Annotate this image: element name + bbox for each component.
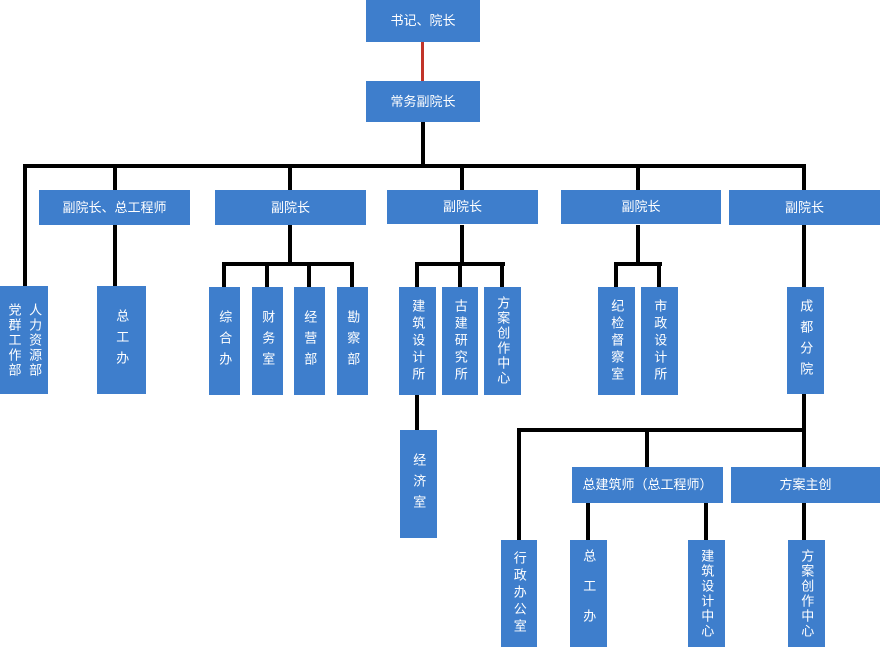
node-label: 书记、院长 bbox=[390, 13, 456, 29]
connector-line bbox=[636, 164, 640, 190]
node-chief-engineer-office-branch: 总工办 bbox=[570, 540, 607, 647]
node-label: 副院长、总工程师 bbox=[62, 199, 167, 215]
node-label: 副院长 bbox=[270, 199, 310, 215]
node-label: 古建研究所 bbox=[452, 298, 468, 384]
node-scheme-lead: 方案主创 bbox=[731, 467, 880, 503]
connector-line bbox=[113, 164, 117, 190]
connector-line bbox=[657, 262, 661, 287]
node-label: 方案创作中心 bbox=[495, 296, 511, 386]
connector-line bbox=[288, 225, 292, 262]
connector-line bbox=[23, 164, 806, 168]
node-label: 经济室 bbox=[411, 452, 427, 516]
node-vp-4: 副院长 bbox=[561, 190, 721, 224]
connector-line bbox=[307, 262, 311, 287]
connector-line bbox=[500, 262, 504, 287]
node-label: 常务副院长 bbox=[390, 93, 456, 109]
node-admin-office: 行政办公室 bbox=[501, 540, 537, 647]
connector-line bbox=[614, 262, 618, 287]
connector-line bbox=[350, 262, 354, 287]
node-label: 总工办 bbox=[114, 308, 130, 372]
node-exec-vp: 常务副院长 bbox=[366, 81, 480, 122]
connector-line bbox=[415, 262, 419, 287]
node-label: 市政设计所 bbox=[652, 298, 668, 384]
connector-line bbox=[460, 225, 464, 262]
node-label: 方案创作中心 bbox=[799, 548, 815, 639]
node-label: 综合办 bbox=[217, 309, 233, 373]
node-architecture-design-center: 建筑设计中心 bbox=[688, 540, 725, 647]
connector-line bbox=[802, 164, 806, 190]
connector-line bbox=[222, 262, 226, 287]
node-label: 行政办公室 bbox=[511, 551, 527, 636]
connector-line bbox=[802, 225, 806, 287]
node-label: 总工办 bbox=[581, 548, 597, 639]
node-label: 人力资源部 bbox=[27, 302, 43, 378]
connector-line bbox=[23, 164, 27, 286]
connector-line bbox=[460, 164, 464, 190]
connector-line bbox=[113, 225, 117, 286]
connector-line bbox=[458, 262, 462, 287]
node-vp-3: 副院长 bbox=[387, 190, 538, 224]
connector-president-execvp bbox=[421, 42, 424, 81]
connector-line bbox=[288, 164, 292, 190]
connector-line bbox=[415, 395, 419, 430]
node-chief-engineer-office: 总工办 bbox=[97, 286, 146, 394]
node-label: 建筑设计所 bbox=[410, 298, 426, 384]
node-chief-architect: 总建筑师（总工程师） bbox=[572, 467, 723, 503]
connector-line bbox=[636, 225, 640, 262]
node-label: 副院长 bbox=[784, 199, 824, 215]
node-party-mass-and-hr-dept: 党群工作部 人力资源部 bbox=[0, 286, 48, 394]
node-label: 纪检督察室 bbox=[609, 298, 625, 384]
node-president: 书记、院长 bbox=[366, 0, 480, 42]
connector-line bbox=[517, 428, 806, 432]
connector-line bbox=[645, 428, 649, 467]
connector-line bbox=[802, 503, 806, 540]
node-label: 经营部 bbox=[302, 309, 318, 373]
node-label: 财务室 bbox=[260, 309, 276, 373]
node-scheme-creation-center-branch: 方案创作中心 bbox=[788, 540, 825, 647]
node-label: 总建筑师（总工程师） bbox=[582, 477, 713, 493]
connector-line bbox=[517, 428, 521, 540]
node-label: 方案主创 bbox=[779, 477, 832, 493]
node-municipal-design-institute: 市政设计所 bbox=[641, 287, 678, 395]
node-discipline-inspection-office: 纪检督察室 bbox=[598, 287, 635, 395]
node-operations-dept: 经营部 bbox=[294, 287, 325, 395]
node-vp-5: 副院长 bbox=[729, 190, 880, 225]
node-architecture-design-institute: 建筑设计所 bbox=[399, 287, 436, 395]
node-ancient-architecture-institute: 古建研究所 bbox=[442, 287, 478, 395]
connector-line bbox=[421, 122, 425, 166]
node-vp-2: 副院长 bbox=[215, 190, 366, 225]
node-label: 副院长 bbox=[621, 199, 661, 215]
node-scheme-creation-center: 方案创作中心 bbox=[484, 287, 521, 395]
connector-line bbox=[222, 262, 354, 266]
node-vp-chief-engineer: 副院长、总工程师 bbox=[39, 190, 190, 225]
node-label: 党群工作部 bbox=[6, 302, 22, 378]
node-label: 建筑设计中心 bbox=[699, 548, 715, 639]
node-label: 成都分院 bbox=[798, 298, 814, 383]
node-label: 勘察部 bbox=[345, 309, 361, 373]
node-general-office: 综合办 bbox=[209, 287, 240, 395]
connector-line bbox=[586, 503, 590, 540]
node-label: 副院长 bbox=[442, 199, 482, 215]
connector-line bbox=[265, 262, 269, 287]
node-economy-office: 经济室 bbox=[400, 430, 437, 538]
connector-line bbox=[704, 503, 708, 540]
node-finance-office: 财务室 bbox=[252, 287, 283, 395]
node-survey-dept: 勘察部 bbox=[337, 287, 368, 395]
node-chengdu-branch: 成都分院 bbox=[787, 287, 824, 394]
connector-line bbox=[614, 262, 662, 266]
